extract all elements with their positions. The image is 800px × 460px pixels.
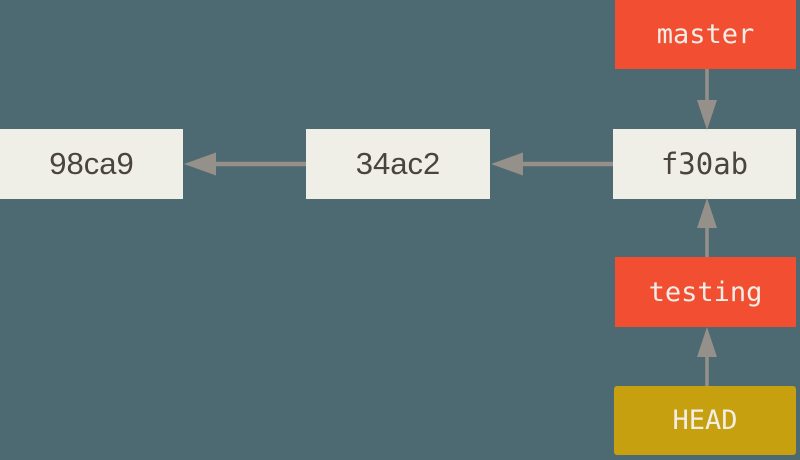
arrow-testing-to-f30ab xyxy=(697,198,717,257)
commit-node-98ca9: 98ca9 xyxy=(0,129,183,199)
branch-label-testing: testing xyxy=(615,257,796,327)
commit-id-f30ab: f30ab xyxy=(660,147,749,181)
commit-node-34ac2: 34ac2 xyxy=(306,129,490,199)
head-text: HEAD xyxy=(672,405,738,436)
branch-label-master: master xyxy=(615,0,796,69)
arrow-head-to-testing xyxy=(697,327,717,386)
arrow-master-to-f30ab xyxy=(697,69,717,130)
commit-id-98ca9: 98ca9 xyxy=(49,146,134,181)
branch-name-master: master xyxy=(656,19,755,50)
head-label: HEAD xyxy=(614,386,796,455)
arrow-f30ab-to-34ac2 xyxy=(491,152,613,176)
commit-id-34ac2: 34ac2 xyxy=(355,146,441,181)
arrow-34ac2-to-98ca9 xyxy=(184,152,306,176)
commit-node-f30ab: f30ab xyxy=(613,129,796,199)
branch-name-testing: testing xyxy=(648,276,763,308)
